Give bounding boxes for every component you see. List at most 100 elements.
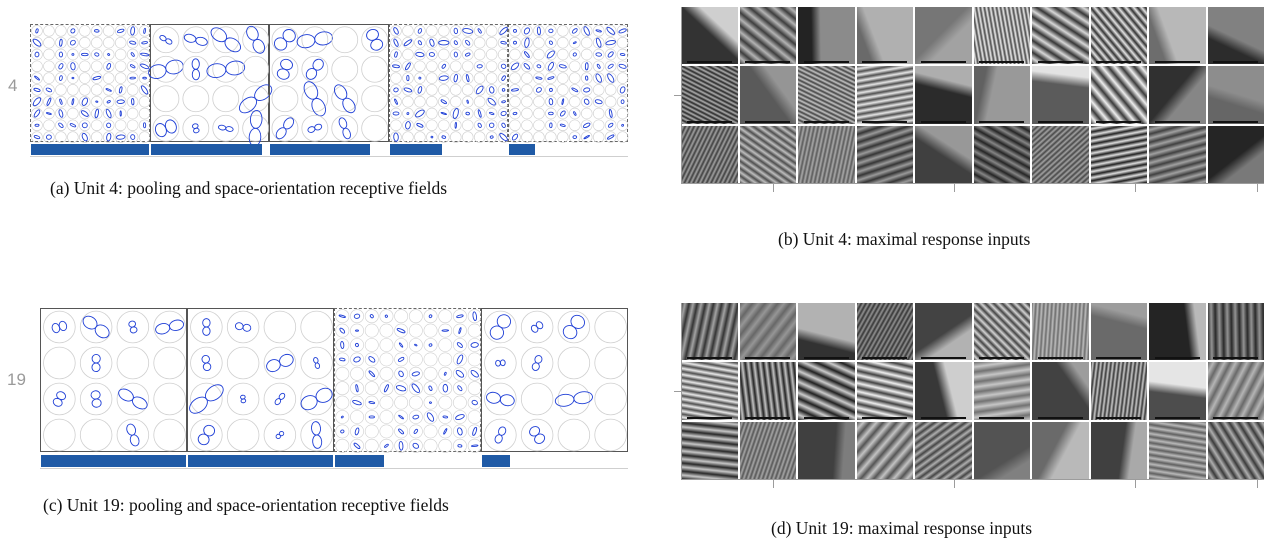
- space-ellipse: [511, 62, 520, 71]
- receptive-field-circle: [485, 95, 498, 108]
- space-ellipse: [71, 53, 75, 56]
- orientation-lobe: [531, 355, 543, 371]
- receptive-field-circle: [581, 131, 593, 143]
- space-ellipse: [69, 123, 77, 128]
- receptive-field-circle: [241, 85, 269, 113]
- space-ellipse: [131, 97, 135, 106]
- receptive-field-circle: [67, 36, 79, 49]
- receptive-field-circle: [509, 48, 522, 61]
- receptive-field-circle: [138, 84, 151, 96]
- receptive-field-circle: [413, 60, 426, 73]
- caption-b: (b) Unit 4: maximal response inputs: [778, 229, 1031, 249]
- receptive-field-circle: [103, 107, 115, 120]
- receptive-field-circle: [473, 107, 486, 120]
- space-ellipse: [33, 109, 41, 118]
- response-patch: [681, 7, 738, 65]
- receptive-field-circle: [114, 25, 127, 37]
- receptive-field-circle: [413, 95, 426, 108]
- space-ellipse: [606, 26, 616, 35]
- receptive-field-circle: [520, 310, 554, 344]
- orientation-lobe: [91, 353, 101, 373]
- receptive-field-circle: [43, 107, 55, 120]
- receptive-field-circle: [438, 338, 453, 352]
- space-ellipse: [457, 444, 463, 448]
- patch-underline: [920, 61, 966, 64]
- space-ellipse: [412, 414, 420, 420]
- receptive-field-circle: [437, 36, 450, 49]
- receptive-field-circle: [473, 131, 486, 143]
- response-patch: [1032, 66, 1089, 124]
- space-ellipse: [393, 132, 399, 142]
- receptive-field-circle: [126, 72, 139, 84]
- receptive-field-circle: [390, 107, 402, 120]
- receptive-field-circle: [423, 395, 438, 410]
- receptive-field-circle: [461, 107, 474, 120]
- space-ellipse: [438, 75, 449, 81]
- receptive-field-circle: [402, 36, 414, 49]
- receptive-field-circle: [402, 48, 414, 61]
- receptive-field-circle: [379, 395, 394, 410]
- receptive-field-circle: [461, 95, 474, 108]
- receptive-field-circle: [126, 25, 139, 37]
- space-ellipse: [609, 109, 613, 118]
- space-ellipse: [621, 123, 625, 127]
- patch-underline: [1096, 416, 1142, 419]
- space-ellipse: [524, 51, 531, 58]
- receptive-field-circle: [114, 48, 127, 61]
- receptive-field-circle: [55, 25, 67, 37]
- response-patch: [1149, 303, 1206, 361]
- receptive-field-circle: [402, 119, 414, 132]
- space-receptive-field: [388, 24, 510, 143]
- space-ellipse: [595, 73, 603, 83]
- receptive-field-circle: [485, 48, 498, 61]
- space-ellipse: [440, 112, 447, 115]
- space-ellipse: [441, 135, 446, 139]
- space-ellipse: [573, 41, 578, 45]
- receptive-field-circle: [91, 48, 103, 61]
- receptive-field-circle: [408, 323, 423, 338]
- orientation-lobe: [305, 58, 325, 80]
- receptive-field-circle: [473, 48, 486, 61]
- max-response-patch-grid: [681, 7, 1264, 183]
- response-patch: [681, 125, 738, 183]
- receptive-field-circle: [126, 119, 139, 132]
- receptive-field-circle: [103, 131, 115, 143]
- space-ellipse: [443, 428, 448, 435]
- receptive-field-circle: [594, 346, 627, 380]
- response-patch: [1090, 362, 1147, 420]
- space-ellipse: [338, 314, 346, 318]
- space-ellipse: [475, 85, 484, 95]
- space-ellipse: [536, 64, 542, 69]
- space-ellipse: [453, 73, 458, 83]
- space-ellipse: [429, 401, 432, 404]
- orientation-lobe: [495, 359, 506, 367]
- receptive-field-circle: [461, 119, 474, 132]
- receptive-field-circle: [211, 26, 239, 54]
- receptive-field-circle: [509, 72, 522, 84]
- receptive-field-circle: [617, 84, 629, 96]
- receptive-field-circle: [43, 310, 76, 344]
- space-ellipse: [583, 134, 591, 140]
- receptive-field-circle: [605, 107, 617, 120]
- receptive-field-circle: [350, 338, 364, 352]
- patch-underline: [1213, 357, 1259, 360]
- receptive-field-circle: [103, 84, 115, 96]
- receptive-field-circle: [437, 72, 450, 84]
- patch-underline: [1037, 416, 1083, 419]
- receptive-field-circle: [402, 84, 414, 96]
- receptive-field-circle: [467, 338, 482, 352]
- space-ellipse: [536, 87, 543, 93]
- receptive-field-circle: [114, 60, 127, 73]
- receptive-field-circle: [605, 48, 617, 61]
- space-ellipse: [559, 64, 568, 69]
- receptive-field-circle: [390, 36, 402, 49]
- receptive-field-circle: [91, 107, 103, 120]
- response-patch: [1032, 7, 1089, 65]
- space-ellipse: [443, 371, 447, 376]
- receptive-field-circle: [103, 95, 115, 108]
- receptive-field-circle: [67, 60, 79, 73]
- space-ellipse: [440, 99, 447, 105]
- response-patch: [915, 125, 972, 183]
- receptive-field-circle: [423, 366, 438, 381]
- response-patch: [1207, 125, 1264, 183]
